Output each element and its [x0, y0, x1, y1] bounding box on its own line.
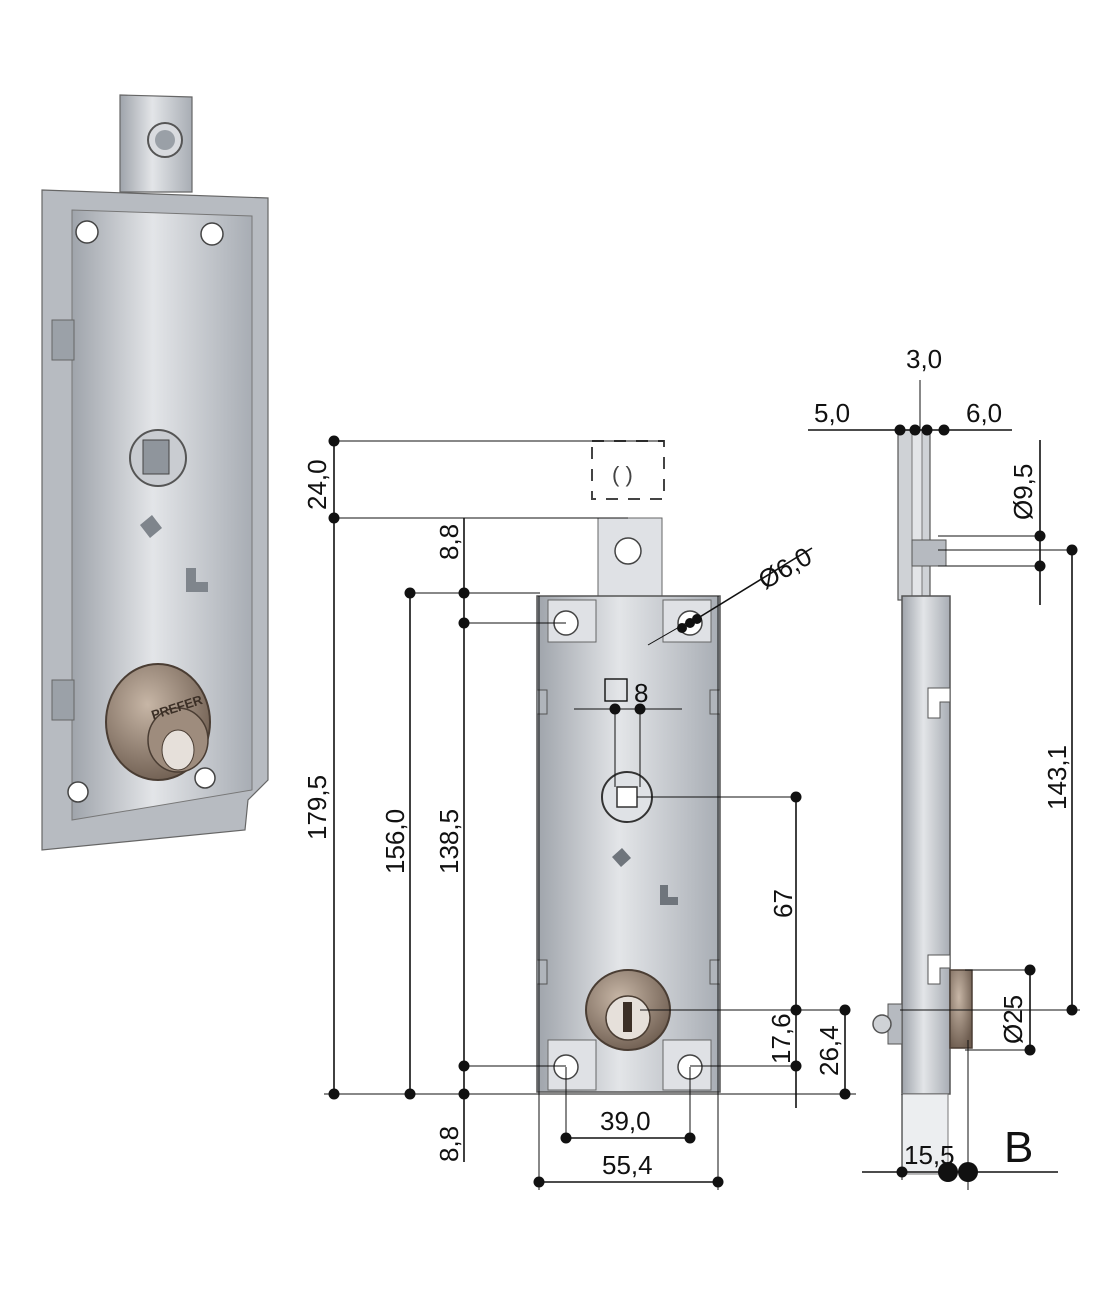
front-view: ( )	[536, 440, 721, 1093]
dim-cylinder-diameter: Ø25	[998, 995, 1028, 1044]
dim-hole-spacing-horizontal: 39,0	[600, 1106, 651, 1136]
perspective-view: PREFER	[41, 94, 269, 851]
dim-square-size: 8	[634, 678, 648, 708]
dim-side-thickness: 3,0	[906, 344, 942, 374]
dim-tab-height: 8,8	[434, 524, 464, 560]
dim-cylinder-to-bottom: 26,4	[814, 1025, 844, 1076]
dim-side-depth: 15,5	[904, 1140, 955, 1170]
dim-top-offset: 24,0	[302, 459, 332, 510]
svg-text:( ): ( )	[612, 462, 633, 487]
dim-bottom-offset: 8,8	[434, 1126, 464, 1162]
dim-overall-height: 179,5	[302, 775, 332, 840]
dim-case-height: 156,0	[380, 809, 410, 874]
dim-pin-diameter: Ø9,5	[1008, 464, 1038, 520]
dim-hole-diameter: Ø6,0	[753, 541, 817, 595]
dim-side-height: 143,1	[1042, 745, 1072, 810]
dim-case-width: 55,4	[602, 1150, 653, 1180]
dim-side-right: 6,0	[966, 398, 1002, 428]
dim-cylinder-to-holes: 17,6	[766, 1013, 796, 1064]
dim-square-to-cylinder: 67	[768, 889, 798, 918]
side-view	[872, 429, 973, 1175]
dimension-labels: 24,0 8,8 179,5 156,0 138,5 8,8 Ø6,0 8 67…	[302, 344, 1072, 1180]
view-label: B	[1004, 1123, 1033, 1172]
dimension-lines	[324, 380, 1080, 1190]
dim-hole-spacing-vertical: 138,5	[434, 809, 464, 874]
dim-side-left: 5,0	[814, 398, 850, 428]
